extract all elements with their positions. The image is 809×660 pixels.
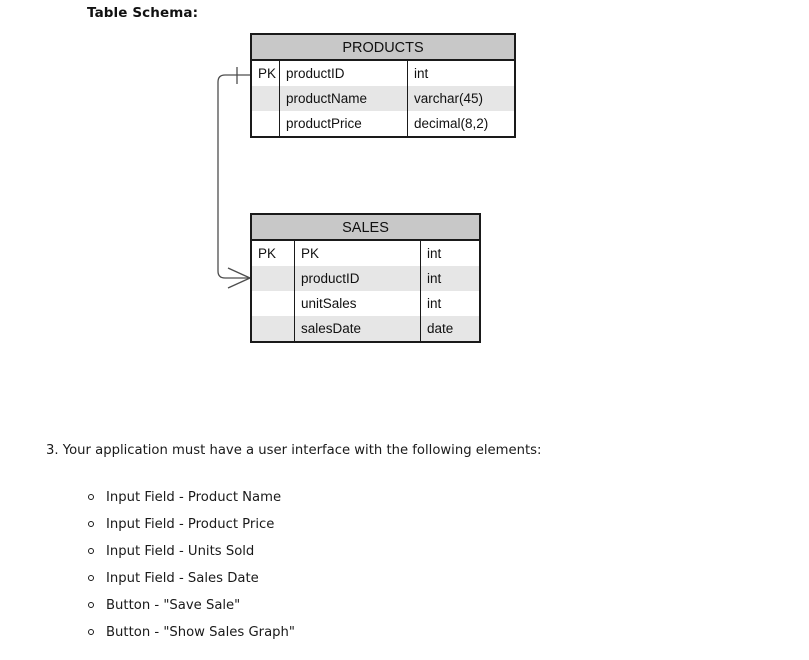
list-item: Button - "Save Sale" bbox=[88, 592, 295, 619]
bullet-icon bbox=[88, 629, 94, 635]
row-field-cell: productID bbox=[295, 266, 421, 291]
bullet-icon bbox=[88, 521, 94, 527]
entity-rows-products: PK productID int productName varchar(45)… bbox=[252, 61, 514, 136]
entity-rows-sales: PK PK int productID int unitSales int sa… bbox=[252, 241, 479, 341]
table-row: PK productID int bbox=[252, 61, 514, 86]
list-item: Input Field - Product Name bbox=[88, 484, 295, 511]
row-type-cell: date bbox=[427, 321, 454, 336]
row-type-cell: int bbox=[414, 66, 429, 81]
list-item-label: Button - "Save Sale" bbox=[106, 598, 241, 613]
row-field-cell: productName bbox=[280, 86, 408, 111]
list-item: Input Field - Product Price bbox=[88, 511, 295, 538]
table-row: productPrice decimal(8,2) bbox=[252, 111, 514, 136]
row-key-cell: PK bbox=[252, 61, 280, 86]
row-type-cell: int bbox=[427, 296, 442, 311]
list-item-label: Button - "Show Sales Graph" bbox=[106, 625, 295, 640]
entity-title-sales: SALES bbox=[252, 215, 479, 241]
table-row: salesDate date bbox=[252, 316, 479, 341]
list-item: Input Field - Units Sold bbox=[88, 538, 295, 565]
row-type-cell: varchar(45) bbox=[414, 91, 484, 106]
list-item-label: Input Field - Product Price bbox=[106, 517, 275, 532]
row-field-cell: unitSales bbox=[295, 291, 421, 316]
ui-element-list: Input Field - Product Name Input Field -… bbox=[88, 484, 295, 646]
list-item: Button - "Show Sales Graph" bbox=[88, 619, 295, 646]
cardinality-many-marker bbox=[227, 267, 251, 289]
schema-heading: Table Schema: bbox=[87, 5, 199, 21]
entity-table-products: PRODUCTS PK productID int productName va… bbox=[250, 33, 516, 138]
er-diagram: PRODUCTS PK productID int productName va… bbox=[217, 33, 516, 343]
list-item-label: Input Field - Sales Date bbox=[106, 571, 259, 586]
row-key-cell bbox=[252, 86, 280, 111]
bullet-icon bbox=[88, 548, 94, 554]
row-type-cell: decimal(8,2) bbox=[414, 116, 489, 131]
row-type-cell: int bbox=[427, 271, 442, 286]
table-row: unitSales int bbox=[252, 291, 479, 316]
row-key-cell: PK bbox=[252, 241, 295, 266]
bullet-icon bbox=[88, 602, 94, 608]
bullet-icon bbox=[88, 575, 94, 581]
list-item-label: Input Field - Product Name bbox=[106, 490, 282, 505]
row-key-cell bbox=[252, 291, 295, 316]
requirement-item-3: 3. Your application must have a user int… bbox=[46, 443, 542, 458]
row-key-cell bbox=[252, 266, 295, 291]
entity-title-products: PRODUCTS bbox=[252, 35, 514, 61]
row-key-cell bbox=[252, 316, 295, 341]
list-item: Input Field - Sales Date bbox=[88, 565, 295, 592]
row-field-cell: productID bbox=[280, 61, 408, 86]
table-row: productName varchar(45) bbox=[252, 86, 514, 111]
row-field-cell: productPrice bbox=[280, 111, 408, 136]
list-item-label: Input Field - Units Sold bbox=[106, 544, 255, 559]
bullet-icon bbox=[88, 494, 94, 500]
table-row: PK PK int bbox=[252, 241, 479, 266]
row-field-cell: PK bbox=[295, 241, 421, 266]
relationship-line bbox=[217, 74, 250, 279]
row-key-cell bbox=[252, 111, 280, 136]
table-row: productID int bbox=[252, 266, 479, 291]
entity-table-sales: SALES PK PK int productID int unitSales … bbox=[250, 213, 481, 343]
row-field-cell: salesDate bbox=[295, 316, 421, 341]
row-type-cell: int bbox=[427, 246, 442, 261]
